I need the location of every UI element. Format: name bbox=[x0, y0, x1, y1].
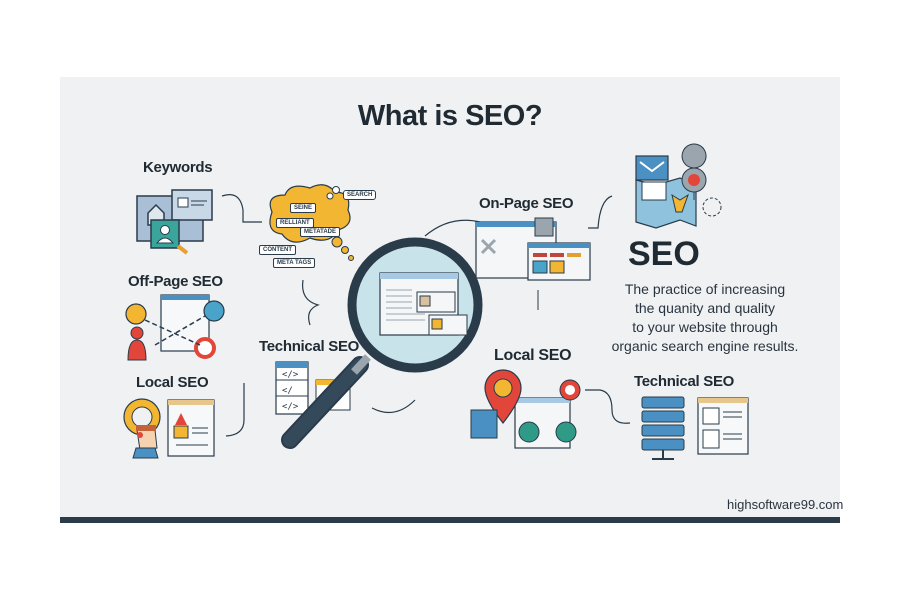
backlinks-icon bbox=[125, 294, 225, 361]
tag-content: CONTENT bbox=[259, 245, 296, 255]
definition-line: to your website through bbox=[632, 319, 778, 335]
map-pin-social-icon bbox=[470, 369, 581, 449]
svg-text:</: </ bbox=[282, 386, 293, 396]
definition-line: the quanity and quality bbox=[634, 300, 776, 316]
definition-line: The practice of increasing bbox=[624, 281, 786, 297]
watermark: highsoftware99.com bbox=[727, 497, 844, 512]
bottom-bar bbox=[60, 517, 840, 523]
tag-relliant: RELLIANT bbox=[276, 218, 314, 228]
tag-seine: SEINE bbox=[290, 203, 317, 213]
label-technical-seo-right: Technical SEO bbox=[634, 373, 735, 390]
keyword-research-icon bbox=[136, 189, 213, 255]
definition-heading: SEO bbox=[628, 235, 700, 273]
definition-line: organic search engine results. bbox=[611, 338, 799, 354]
svg-text:</>: </> bbox=[282, 402, 299, 412]
tag-meta-tags: META TAGS bbox=[273, 258, 316, 268]
webpage-layout-icon bbox=[475, 217, 591, 281]
label-technical-seo-center: Technical SEO bbox=[259, 338, 360, 355]
label-local-seo-right: Local SEO bbox=[494, 347, 572, 364]
map-icon bbox=[635, 143, 722, 229]
local-business-icon bbox=[123, 398, 215, 459]
tag-search: SEARCH bbox=[343, 190, 377, 200]
label-local-seo-left: Local SEO bbox=[136, 374, 209, 391]
svg-text:</>: </> bbox=[282, 370, 299, 380]
magnifying-glass-icon bbox=[281, 237, 483, 449]
label-off-page-seo: Off-Page SEO bbox=[128, 273, 223, 290]
label-on-page-seo: On-Page SEO bbox=[479, 195, 574, 212]
server-rack-icon bbox=[641, 396, 749, 460]
tag-metatade: METATADE bbox=[300, 227, 340, 237]
label-keywords: Keywords bbox=[143, 159, 213, 176]
definition-text: The practice of increasing the quanity a… bbox=[605, 280, 805, 356]
page-title: What is SEO? bbox=[357, 100, 543, 132]
